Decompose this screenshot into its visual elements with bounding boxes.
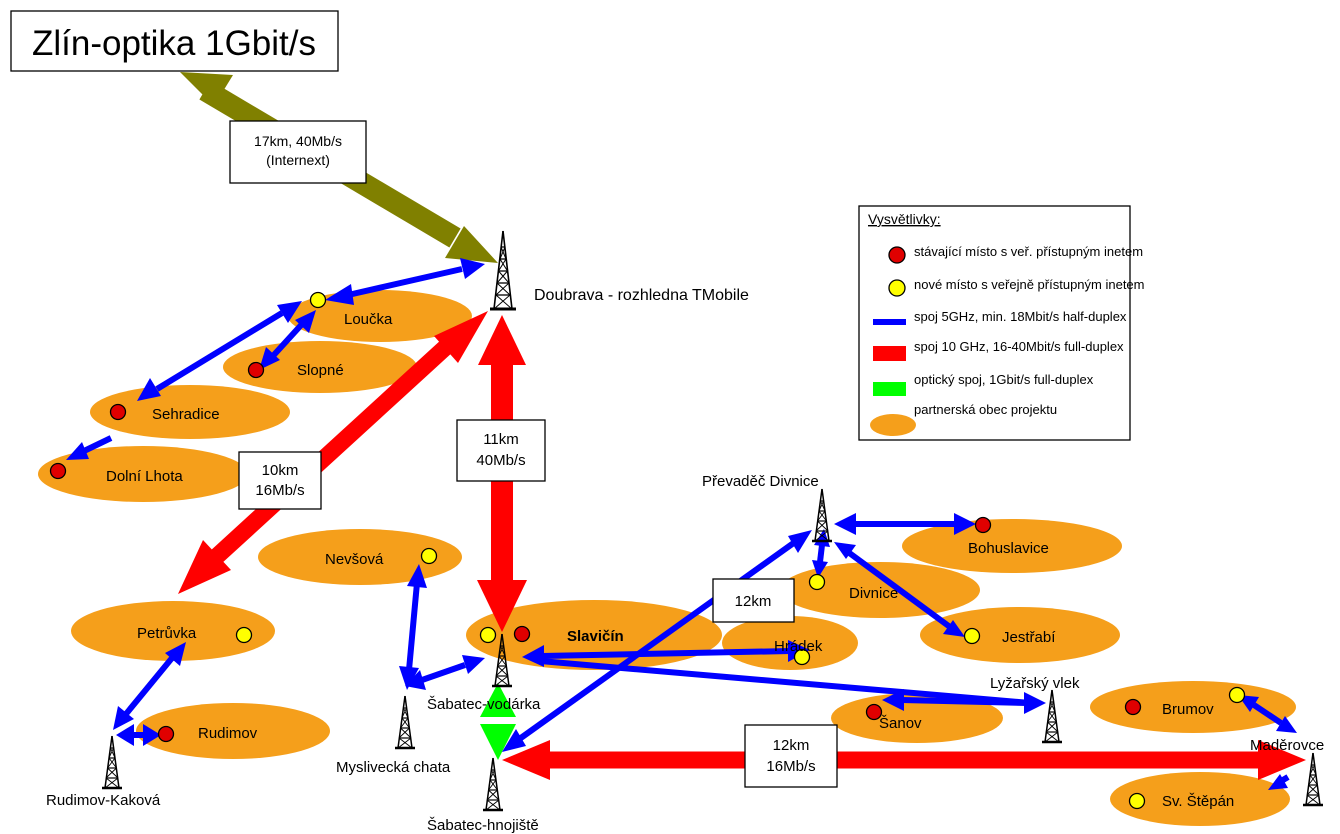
link-label-divnice: 12km [712,578,795,623]
site-sehradice-existing [109,403,127,421]
village-bohuslavice-label: Bohuslavice [968,540,1049,557]
site-jestrabi-new [963,627,981,645]
legend-item-new-site: nové místo s veřejně přístupným inetem [914,277,1145,292]
tower-maderovce-icon [1301,751,1325,807]
link-label-internext: 17km, 40Mb/s (Internext) [229,120,367,184]
link-label-doubrava-petruvka: 10km 16Mb/s [238,451,322,510]
village-rudimov-area [136,703,330,759]
tower-lyzarsky-vlek-icon [1040,688,1064,744]
links-5ghz [66,258,1297,790]
village-slavicin-label: Slavičín [567,628,624,645]
site-hradek-new [793,648,811,666]
village-divnice-label: Divnice [849,585,898,602]
village-jestrabi-area [920,607,1120,663]
village-jestrabi-label: Jestřabí [1002,629,1056,646]
site-dolni-lhota-existing [49,462,67,480]
tower-myslivecka-chata-label: Myslivecká chata [336,759,451,776]
tower-labels: Doubrava - rozhledna TMobile Převaděč Di… [46,287,1324,834]
link-label-doubrava-slavicin-line1: 11km [483,431,519,448]
site-petruvka-new [235,626,253,644]
village-nevsova-area [258,529,462,585]
tower-rudimov-kakova-icon [100,734,124,790]
link-label-doubrava-petruvka-line2: 16Mb/s [255,482,304,499]
village-loucka-area [288,290,472,342]
village-sanov-label: Šanov [879,715,922,732]
village-brumov-label: Brumov [1162,701,1214,718]
link-doubrava-petruvka [178,311,488,594]
tower-rudimov-kakova-label: Rudimov-Kaková [46,792,161,809]
legend-item-10ghz: spoj 10 GHz, 16-40Mbit/s full-duplex [914,339,1124,354]
link-label-internext-line2: (Internext) [266,152,330,168]
site-rudimov-existing [157,725,175,743]
tower-doubrava-label: Doubrava - rozhledna TMobile [534,287,749,304]
legend-item-existing-site: stávající místo s veř. přístupným inetem [914,244,1143,259]
tower-sabatec-vodarka-label: Šabatec-vodárka [427,696,541,713]
village-sehradice-label: Sehradice [152,406,220,423]
village-sv-stepan-label: Sv. Štěpán [1162,793,1234,810]
link-label-doubrava-slavicin-line2: 40Mb/s [476,452,525,469]
village-sv-stepan-area [1110,772,1290,826]
link-hnojiste-maderovce [502,740,1306,780]
village-slopne-label: Slopné [297,362,344,379]
tower-prevadec-divnice-label: Převaděč Divnice [702,473,819,490]
legend-item-optic: optický spoj, 1Gbit/s full-duplex [914,372,1094,387]
site-slavicin-new [479,626,497,644]
site-sv-stepan-new [1128,792,1146,810]
village-labels: Loučka Slopné Sehradice Dolní Lhota Nevš… [106,311,1234,810]
legend-red-dot-icon [888,246,906,264]
legend-item-5ghz: spoj 5GHz, min. 18Mbit/s half-duplex [914,309,1127,324]
tower-sabatec-hnojiste-label: Šabatec-hnojiště [427,817,539,834]
site-slopne-existing [247,361,265,379]
village-petruvka-area [71,601,275,661]
tower-sabatec-hnojiste-icon [481,756,505,812]
site-nevsova-new [420,547,438,565]
tower-doubrava-icon [488,229,518,311]
site-sanov-existing [865,703,883,721]
link-label-hnojiste-maderovce: 12km 16Mb/s [744,724,838,788]
tower-lyzarsky-vlek-label: Lyžařský vlek [990,675,1080,692]
site-divnice-new [808,573,826,591]
site-slavicin-existing [513,625,531,643]
legend-item-partner: partnerská obec projektu [914,402,1057,417]
tower-maderovce-label: Maděrovce [1250,737,1324,754]
village-rudimov-label: Rudimov [198,725,258,742]
link-label-internext-line1: 17km, 40Mb/s [254,133,342,149]
legend-yellow-dot-icon [888,279,906,297]
link-label-divnice-line1: 12km [735,593,772,610]
legend-blue-line-icon [873,319,906,325]
village-divnice-area [780,562,980,618]
site-brumov-new [1228,686,1246,704]
village-petruvka-label: Petrůvka [137,625,197,642]
village-dolni-lhota-label: Dolní Lhota [106,468,183,485]
site-brumov-existing [1124,698,1142,716]
tower-myslivecka-chata-icon [393,694,417,750]
link-label-hnojiste-maderovce-line1: 12km [773,737,810,754]
site-loucka-new [309,291,327,309]
legend-red-bar-icon [873,346,906,361]
site-dots [49,291,1246,810]
legend: Vysvětlivky: stávající místo s veř. přís… [858,205,1145,441]
link-label-hnojiste-maderovce-line2: 16Mb/s [766,758,815,775]
link-label-doubrava-petruvka-line1: 10km [262,462,299,479]
village-hradek-label: Hrádek [774,638,823,655]
page-title: Zlín-optika 1Gbit/s [32,24,316,63]
legend-heading: Vysvětlivky: [868,211,941,227]
village-nevsova-label: Nevšová [325,551,384,568]
link-optic [480,683,516,760]
legend-orange-ellipse-icon [870,414,916,436]
site-bohuslavice-existing [974,516,992,534]
village-loucka-label: Loučka [344,311,393,328]
legend-green-bar-icon [873,382,906,396]
village-dolni-lhota-area [38,446,248,502]
link-label-doubrava-slavicin: 11km 40Mb/s [456,419,546,482]
title-box: Zlín-optika 1Gbit/s [10,10,339,72]
